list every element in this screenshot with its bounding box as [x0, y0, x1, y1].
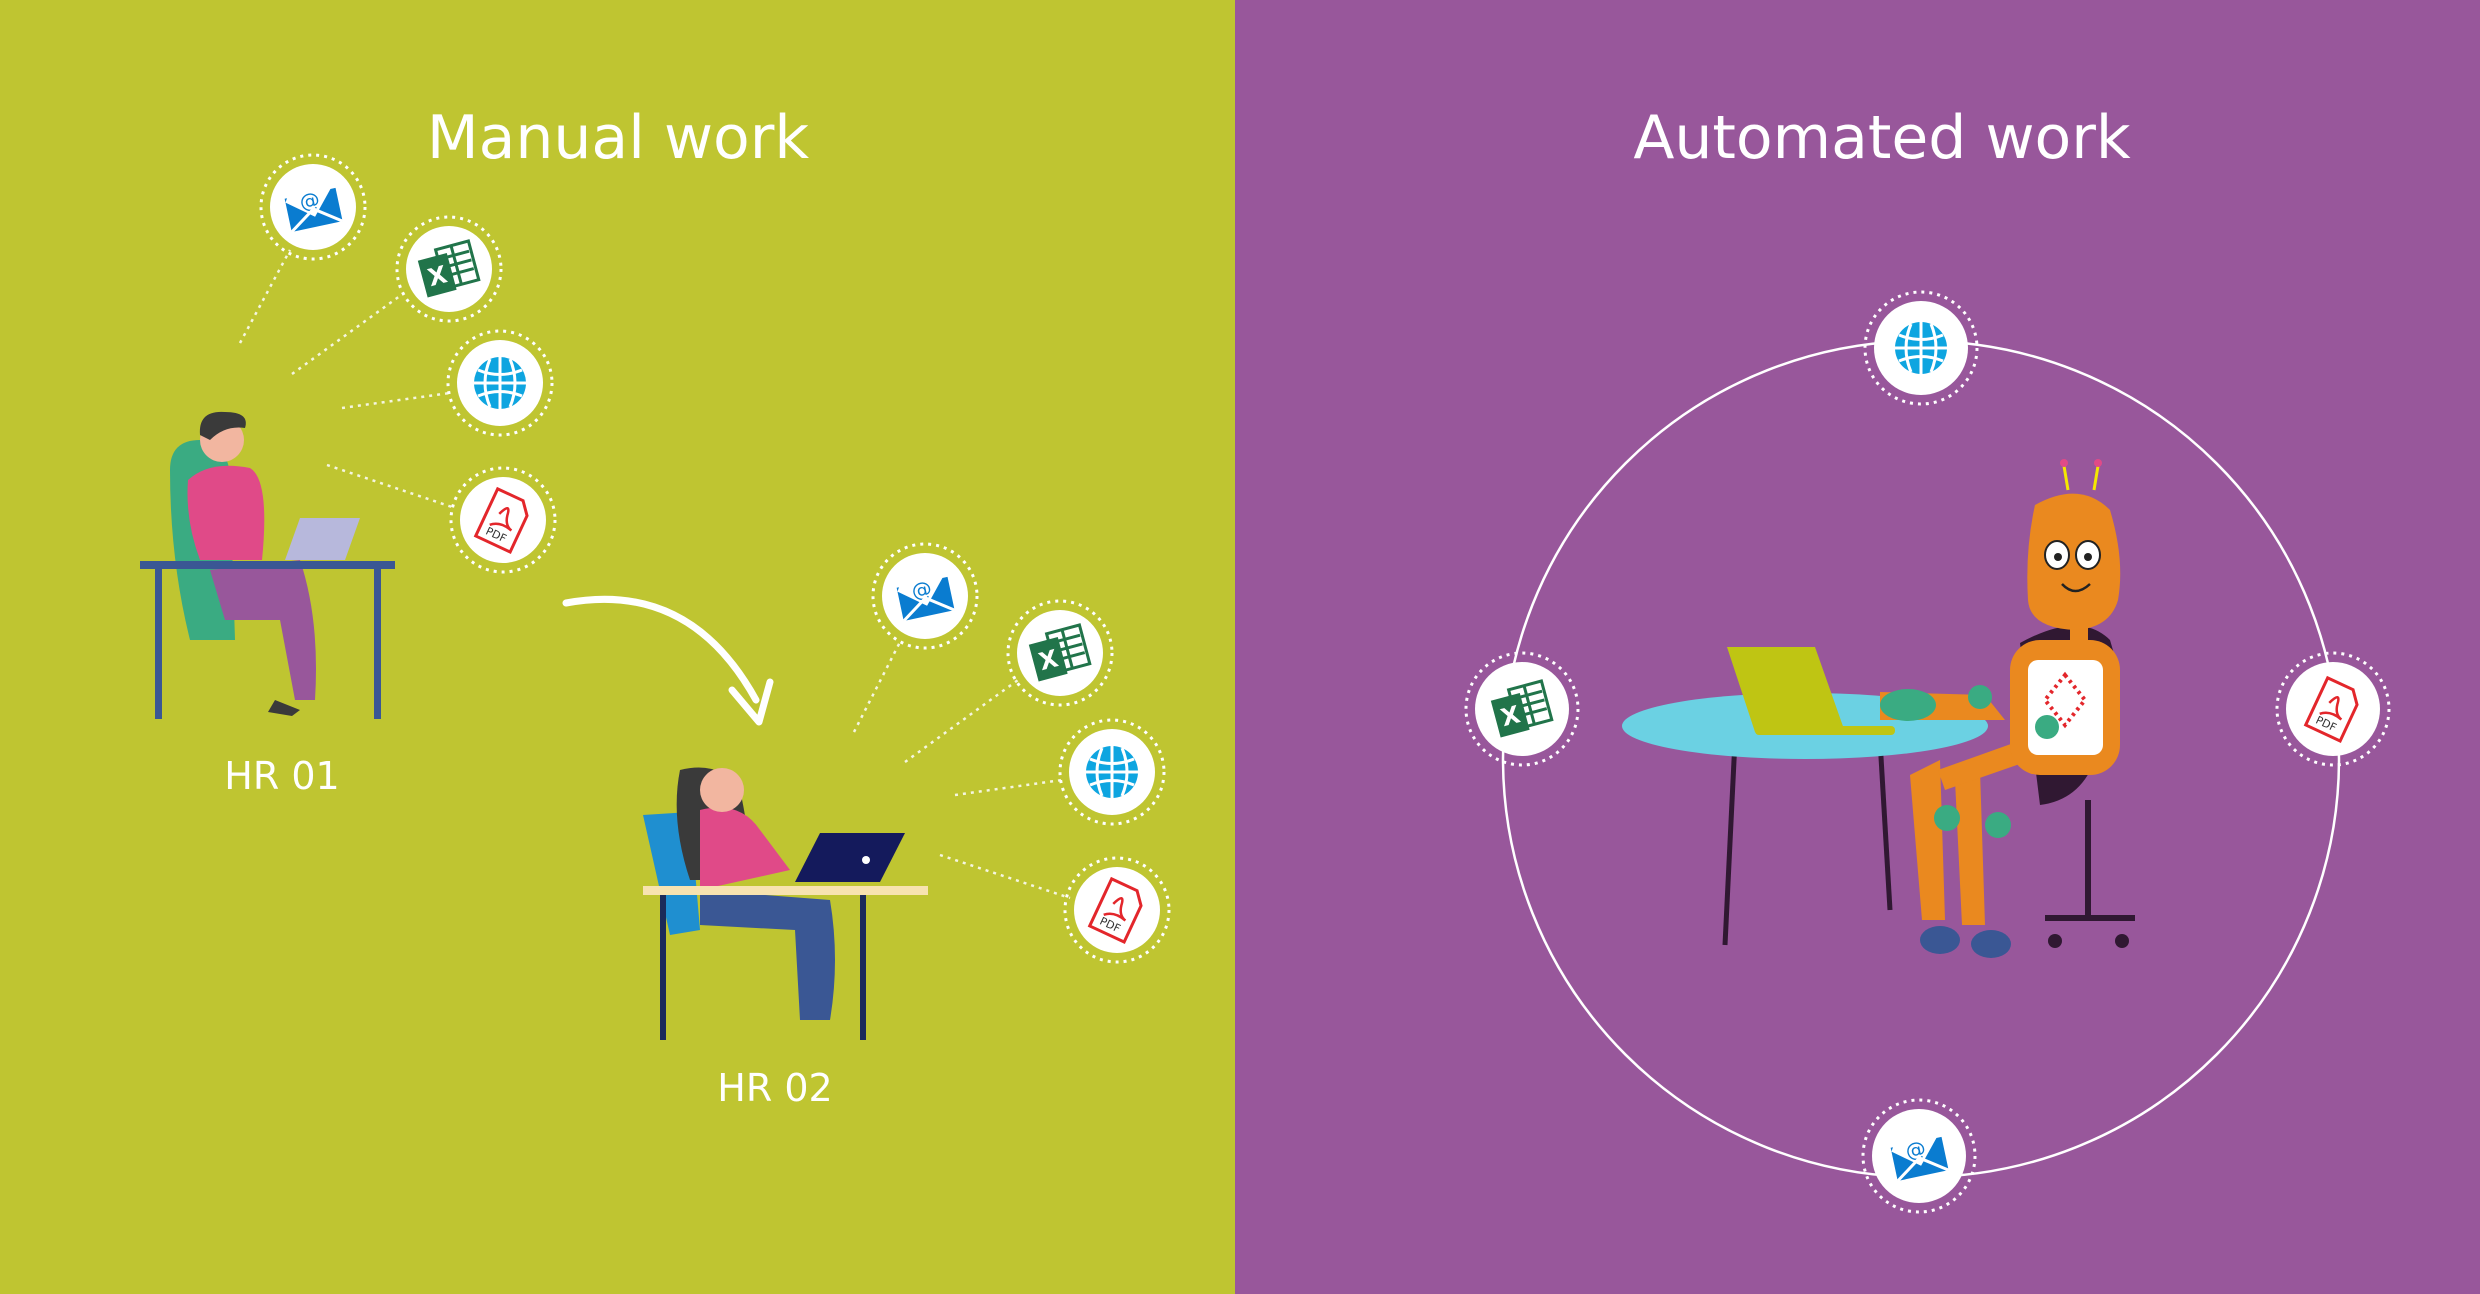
automated-work-title: Automated work — [1633, 103, 2131, 173]
handoff-arrow — [562, 595, 774, 726]
hr02-label: HR 02 — [717, 1066, 832, 1110]
hr01-excel-icon — [395, 215, 503, 323]
hr01-label: HR 01 — [224, 754, 339, 798]
auto-globe-icon — [1863, 290, 1979, 406]
hr01-globe-icon — [446, 329, 554, 437]
auto-pdf-icon: PDF — [2275, 651, 2391, 767]
robot-at-desk — [1622, 459, 2135, 958]
hr02-email-icon — [871, 542, 979, 650]
automated-panel-background — [1235, 0, 2480, 1294]
hr02-pdf-icon: PDF — [1063, 856, 1171, 964]
manual-work-title: Manual work — [427, 103, 810, 173]
hr01-person-at-desk — [140, 411, 395, 719]
hr02-connectors — [852, 641, 1071, 900]
hr01-connectors — [238, 249, 456, 510]
hr02-person-at-desk — [643, 767, 928, 1040]
hr01-email-icon — [259, 153, 367, 261]
hr02-excel-icon — [1006, 599, 1114, 707]
auto-excel-icon — [1464, 651, 1580, 767]
auto-email-icon — [1861, 1098, 1977, 1214]
hr01-pdf-icon: PDF — [449, 466, 557, 574]
hr02-globe-icon — [1058, 718, 1166, 826]
